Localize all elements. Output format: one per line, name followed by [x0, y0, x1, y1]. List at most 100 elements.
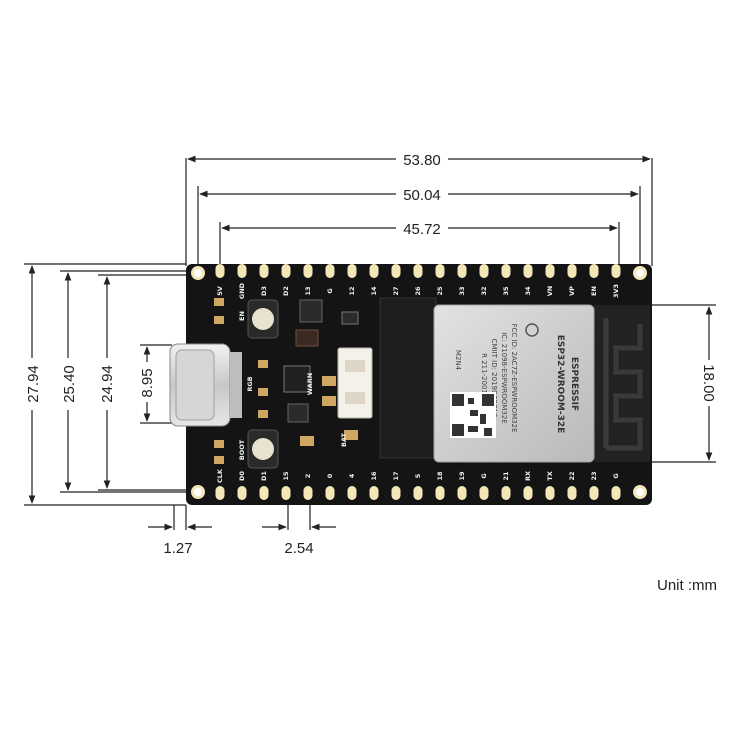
- pin-label: G: [480, 473, 488, 478]
- header-pad: [413, 486, 423, 500]
- header-pad: [501, 486, 511, 500]
- header-pad: [215, 264, 225, 278]
- pin-label: CLK: [216, 468, 224, 483]
- header-pad: [501, 264, 511, 278]
- pin-label: 5V: [216, 286, 224, 296]
- pin-label: EN: [590, 286, 598, 296]
- pin-label: D2: [282, 286, 290, 296]
- pin-label: 35: [502, 286, 510, 296]
- module-cert-2: IC: 21098-ESPWROOM32E: [500, 332, 508, 424]
- pin-label: D3: [260, 286, 268, 296]
- espressif-logo-icon: [525, 323, 539, 337]
- header-pad: [435, 486, 445, 500]
- dim-usb-width: 8.95: [137, 344, 172, 424]
- dim-mount-hole-pitch: 24.94: [97, 274, 198, 491]
- dim-label-header-span: 45.72: [403, 221, 441, 238]
- pin-label: 27: [392, 286, 400, 295]
- header-pad: [259, 486, 269, 500]
- pin-label: 14: [370, 286, 378, 296]
- mount-holes: [191, 266, 647, 499]
- dim-label-edge-offset: 1.27: [163, 540, 192, 557]
- pin-label: 22: [568, 471, 576, 480]
- pin-label: 16: [370, 471, 378, 481]
- header-pad: [303, 486, 313, 500]
- header-pad: [567, 486, 577, 500]
- pin-label: 12: [348, 286, 356, 295]
- header-pad: [457, 264, 467, 278]
- dim-label-usb-width: 8.95: [139, 368, 156, 397]
- pin-label: 3V3: [612, 284, 620, 298]
- pin-label: G: [612, 473, 620, 478]
- module-cert-1: FCC ID: 2AC7Z-ESPWROOM32E: [510, 324, 518, 433]
- pin-label: RX: [524, 471, 532, 481]
- esp32-module: ESPRESSIF ESP32-WROOM-32E FCC ID: 2AC7Z-…: [433, 304, 595, 463]
- pin-label: 2: [304, 474, 312, 479]
- smd-components: WARN RGB BAT: [214, 298, 359, 464]
- module-brand: ESPRESSIF: [569, 357, 579, 411]
- header-pad: [457, 486, 467, 500]
- header-pad: [215, 486, 225, 500]
- header-pad: [259, 264, 269, 278]
- header-pad: [281, 264, 291, 278]
- rgb-label: RGB: [246, 376, 254, 391]
- bottom-header-pads: [215, 486, 621, 500]
- pin-label: 19: [458, 471, 466, 481]
- module-cert-3: CMIIT ID: 2019DP5713: [490, 339, 498, 418]
- header-pad: [479, 486, 489, 500]
- module-keepout: [379, 297, 437, 459]
- header-pad: [237, 264, 247, 278]
- header-pad: [523, 486, 533, 500]
- dim-label-module-width: 18.00: [700, 364, 717, 402]
- battery-connector: [337, 347, 373, 419]
- pin-label: D1: [260, 471, 268, 481]
- pin-label: 4: [348, 473, 356, 478]
- dim-label-pin-pitch: 2.54: [284, 540, 313, 557]
- pin-label: 33: [458, 286, 466, 295]
- pin-label: 13: [304, 286, 312, 295]
- pin-label: 25: [436, 286, 444, 296]
- pin-label: GND: [238, 282, 246, 299]
- boot-button-label: BOOT: [238, 439, 246, 460]
- header-pad: [545, 486, 555, 500]
- antenna-area: [594, 305, 650, 462]
- unit-label: Unit :mm: [657, 577, 717, 594]
- pin-label: 15: [282, 471, 290, 481]
- dim-total-width: 27.94: [22, 263, 186, 506]
- pin-label: 18: [436, 471, 444, 481]
- header-pad: [281, 486, 291, 500]
- header-pad: [545, 264, 555, 278]
- dim-total-length: 53.80: [185, 150, 653, 266]
- pin-label: G: [326, 288, 334, 293]
- pin-label: 17: [392, 471, 400, 480]
- en-button: EN: [238, 299, 279, 339]
- header-pad: [589, 264, 599, 278]
- pin-label: 5: [414, 473, 422, 478]
- header-pad: [369, 486, 379, 500]
- qr-code-icon: [450, 392, 496, 438]
- header-pad: [369, 264, 379, 278]
- header-pad: [611, 264, 621, 278]
- header-pad: [347, 486, 357, 500]
- bat-label: BAT: [340, 432, 348, 446]
- module-model: ESP32-WROOM-32E: [555, 335, 565, 434]
- pin-label: 0: [326, 473, 334, 478]
- dim-mount-hole-span: 50.04: [197, 185, 641, 266]
- pin-label: 23: [590, 471, 598, 480]
- top-header-pads: [215, 264, 621, 278]
- header-pad: [567, 264, 577, 278]
- dim-label-total-length: 53.80: [403, 152, 441, 169]
- module-cert-5: M2N4: [454, 350, 462, 371]
- dim-header-span: 45.72: [219, 219, 620, 266]
- header-pad: [523, 264, 533, 278]
- module-cert-4: R 211-200128: [480, 353, 488, 403]
- pin-label: D0: [238, 471, 246, 481]
- pin-label: VN: [546, 286, 554, 296]
- pin-label: 32: [480, 286, 488, 295]
- dim-pin-pitch: 2.54: [262, 500, 336, 557]
- pin-label: VP: [568, 286, 576, 296]
- header-pad: [325, 264, 335, 278]
